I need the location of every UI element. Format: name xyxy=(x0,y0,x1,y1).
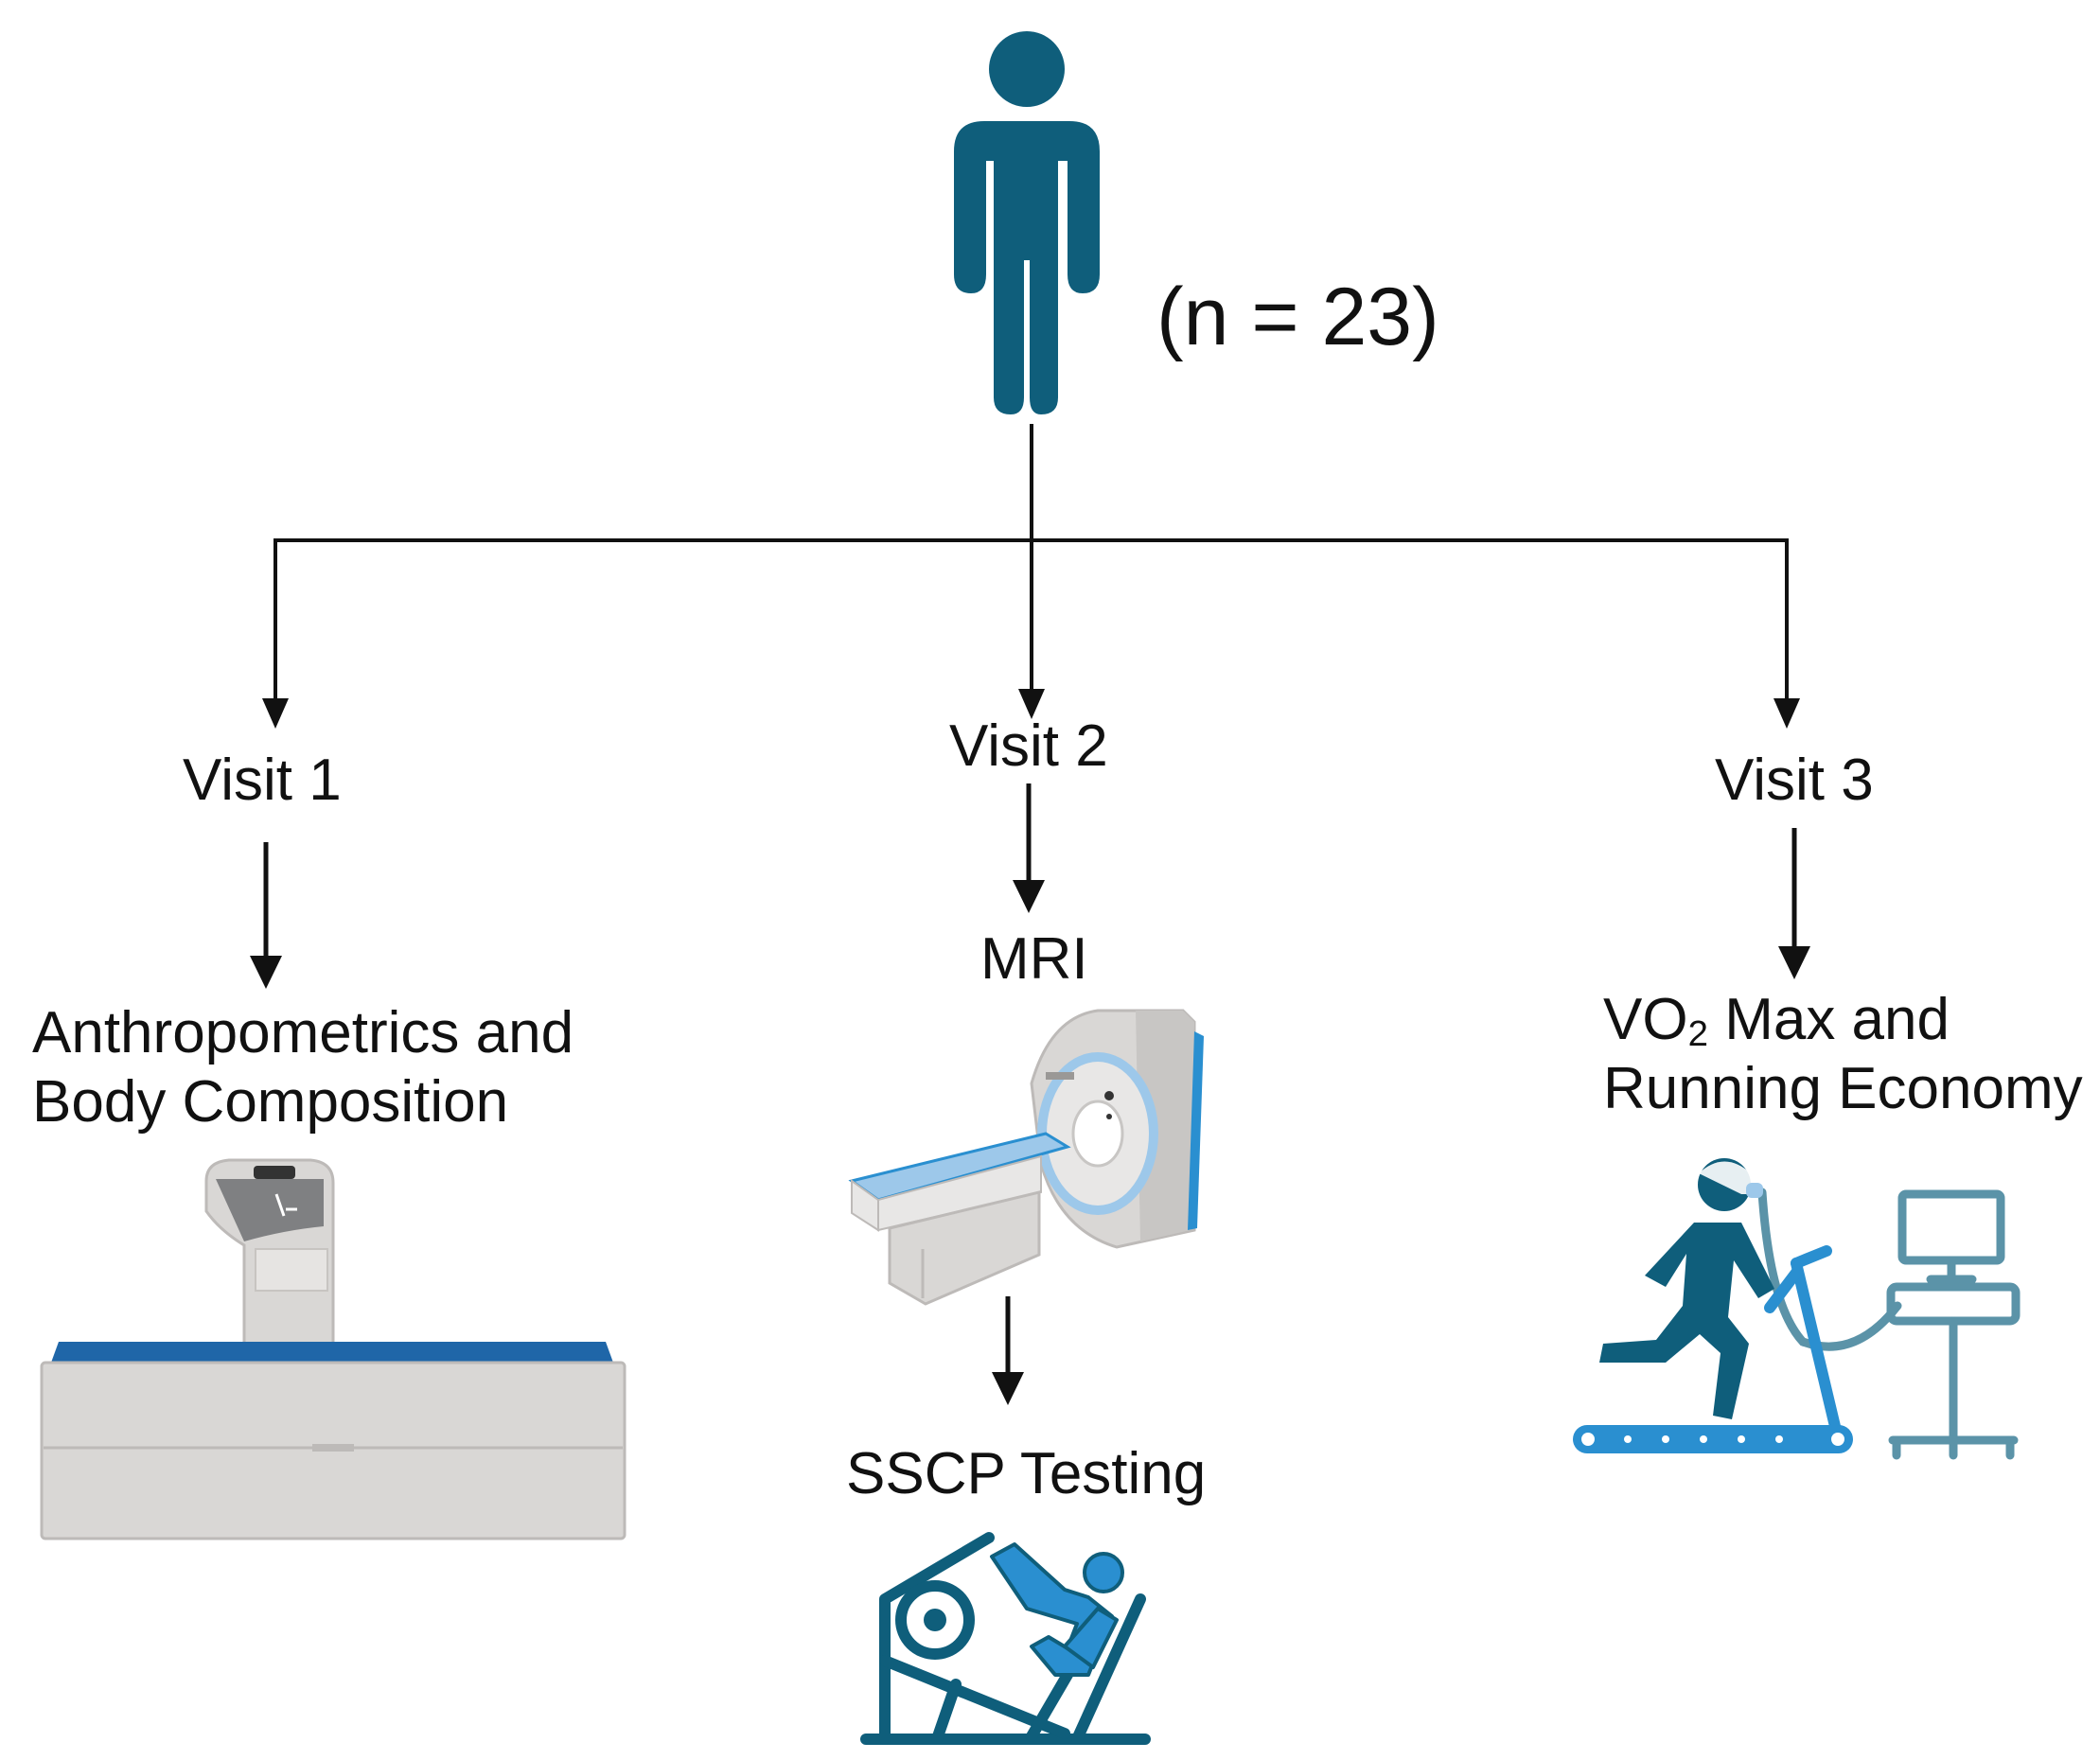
visit-3-measure: VO2 Max and Running Economy xyxy=(1603,987,2083,1121)
visit-1-measure: Anthropometrics and Body Composition xyxy=(32,1000,574,1135)
participant-count: (n = 23) xyxy=(1156,272,1439,362)
visit-1-label: Visit 1 xyxy=(183,748,342,813)
arrowhead-visit1 xyxy=(262,698,289,729)
arrowhead-measure1 xyxy=(250,956,282,989)
arrowhead-visit3 xyxy=(1774,698,1800,729)
visit-3-label: Visit 3 xyxy=(1715,748,1874,813)
visit-2-label: Visit 2 xyxy=(949,713,1108,779)
arrowhead-visit2 xyxy=(1018,689,1045,719)
sscp-testing-label: SSCP Testing xyxy=(846,1441,1207,1506)
arrowhead-sscp xyxy=(992,1372,1024,1405)
branch-line xyxy=(274,538,1789,700)
arrowhead-measure2 xyxy=(1013,880,1045,913)
visit-2-measure: MRI xyxy=(980,926,1088,992)
arrowhead-measure3 xyxy=(1778,946,1810,979)
